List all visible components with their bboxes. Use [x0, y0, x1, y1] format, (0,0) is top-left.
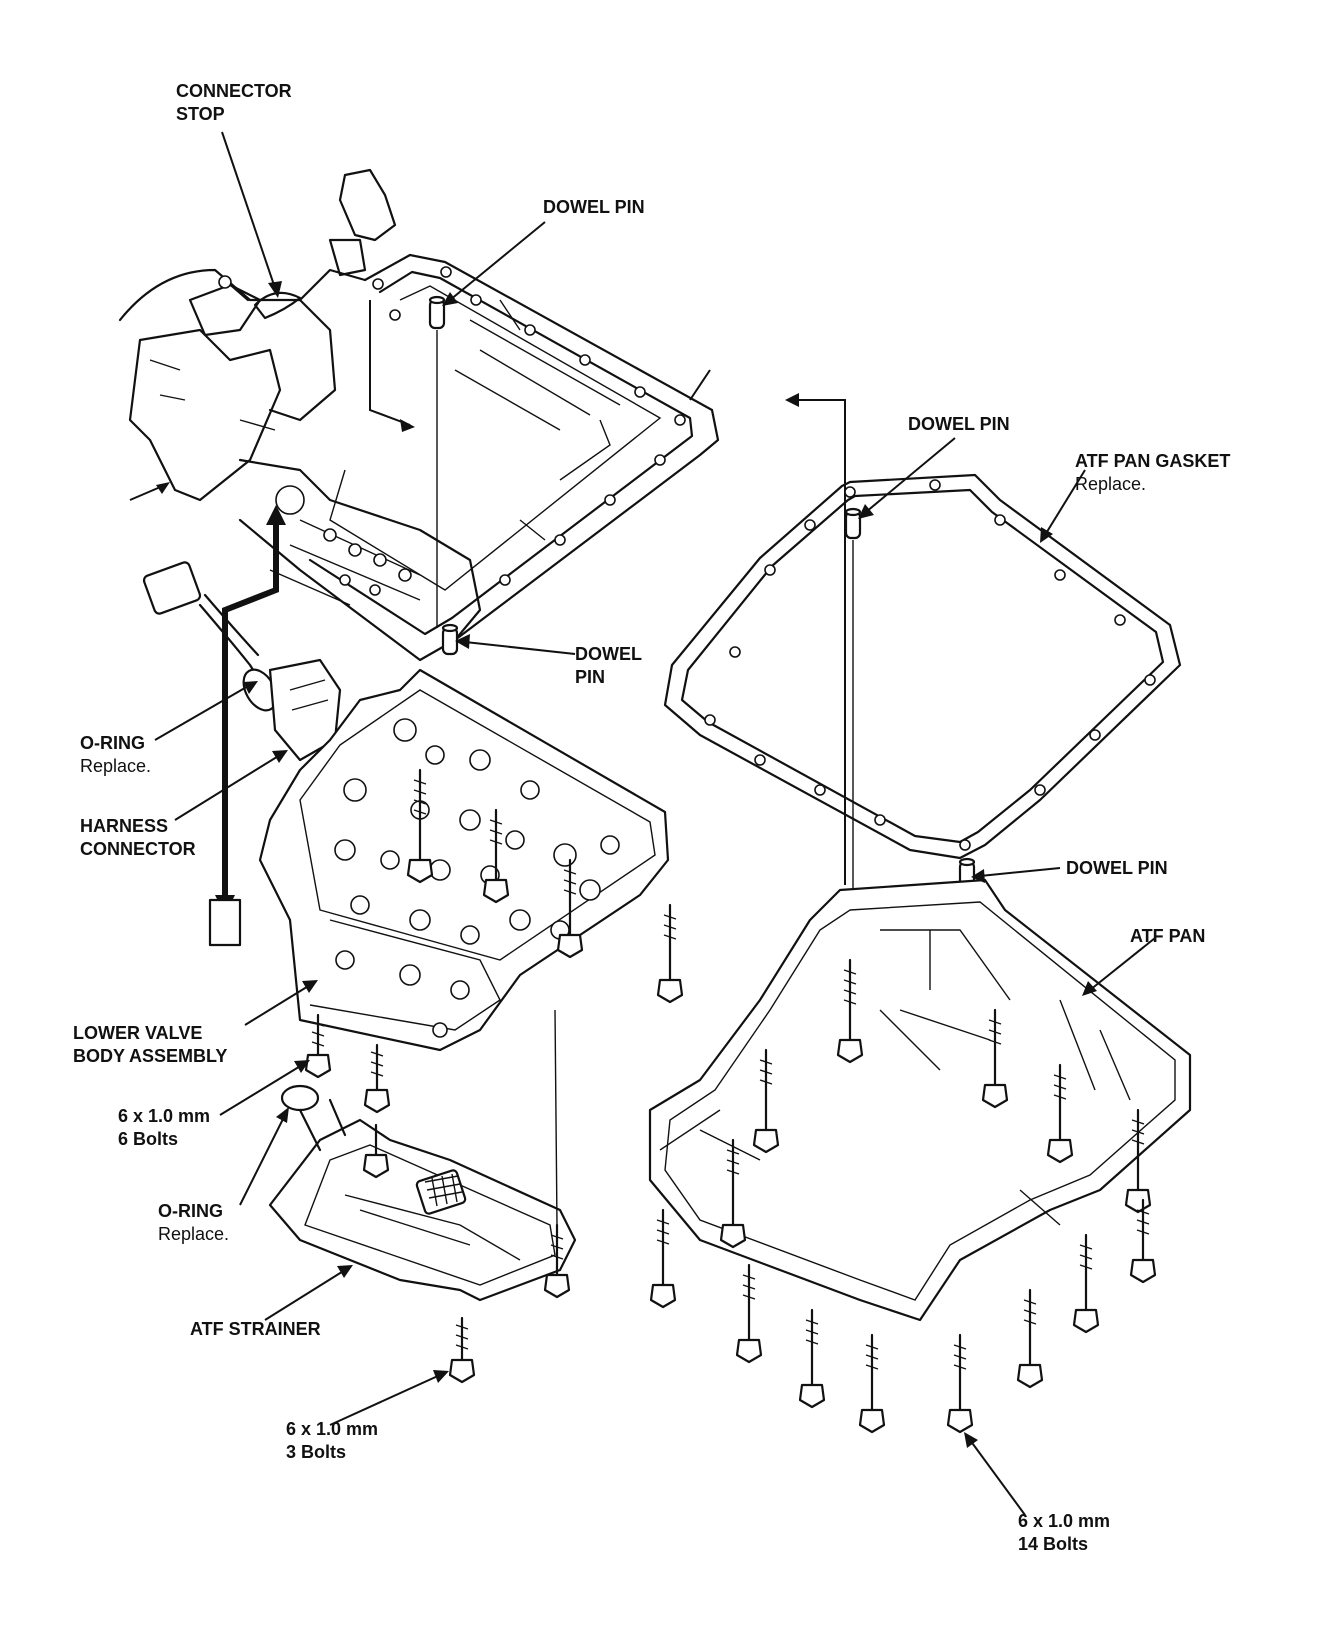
gasket-holes	[704, 479, 1156, 851]
atf-pan-bolts	[649, 958, 1157, 1434]
label-atf-strainer: ATF STRAINER	[190, 1318, 321, 1341]
bolt	[1046, 1063, 1074, 1164]
label-note: Replace.	[1075, 474, 1147, 494]
label-line: ATF PAN GASKET	[1075, 451, 1231, 471]
label-line: O-RING	[80, 733, 145, 753]
bolt	[482, 808, 510, 904]
label-dowel-pin-pan: DOWEL PIN	[1066, 857, 1168, 880]
bolt	[858, 1333, 886, 1434]
dowel-pin-middle	[441, 623, 459, 656]
label-line: HARNESS	[80, 816, 169, 836]
label-bolts-14: 6 x 1.0 mm 14 Bolts	[1018, 1510, 1110, 1556]
label-line: CONNECTOR	[80, 839, 196, 859]
label-line: DOWEL PIN	[543, 197, 645, 217]
bolt	[1129, 1198, 1157, 1284]
atf-strainer	[268, 1084, 577, 1302]
dowel-pins	[428, 295, 976, 930]
bolt	[556, 858, 584, 959]
label-line: 6 x 1.0 mm	[286, 1419, 379, 1439]
label-line: CONNECTOR	[176, 81, 292, 101]
bolt	[362, 1123, 390, 1179]
bolt	[1016, 1288, 1044, 1389]
atf-pan-gasket	[663, 473, 1182, 860]
bolt	[752, 1048, 780, 1154]
label-line: 14 Bolts	[1018, 1534, 1089, 1554]
atf-pan	[648, 878, 1192, 1322]
bolt	[735, 1263, 763, 1364]
label-bolts-3: 6 x 1.0 mm 3 Bolts	[286, 1418, 378, 1464]
label-bolts-6: 6 x 1.0 mm 6 Bolts	[118, 1105, 210, 1151]
label-line: PIN	[575, 667, 606, 687]
label-dowel-pin-right: DOWEL PIN	[908, 413, 1010, 436]
label-line: BODY ASSEMBLY	[73, 1046, 228, 1066]
bolt	[1072, 1233, 1100, 1334]
dowel-pin-top	[428, 295, 446, 330]
connector-stop-clip	[218, 275, 302, 320]
label-line: O-RING	[158, 1201, 223, 1221]
harness-route-arrow	[208, 505, 286, 947]
label-harness-connector: HARNESS CONNECTOR	[80, 815, 196, 861]
label-line: DOWEL PIN	[1066, 858, 1168, 878]
label-line: 6 x 1.0 mm	[118, 1106, 211, 1126]
label-o-ring-lower: O-RING Replace.	[158, 1200, 229, 1246]
label-line: 3 Bolts	[286, 1442, 347, 1462]
label-line: ATF PAN	[1130, 926, 1206, 946]
label-note: Replace.	[158, 1224, 230, 1244]
bolt	[946, 1333, 974, 1434]
bolt	[448, 1316, 476, 1384]
bolt	[836, 958, 864, 1064]
label-line: LOWER VALVE	[73, 1023, 203, 1043]
bolt	[981, 1008, 1009, 1109]
leader-lines	[154, 131, 1156, 1516]
label-line: DOWEL	[575, 644, 642, 664]
harness-connector	[142, 561, 342, 762]
housing-port-holes	[275, 485, 412, 596]
atf-strainer-bolts	[362, 1009, 571, 1384]
label-note: Replace.	[80, 756, 152, 776]
transmission-housing	[118, 168, 846, 885]
lower-valve-body	[258, 668, 670, 1052]
label-line: STOP	[176, 104, 225, 124]
bolt	[798, 1308, 826, 1409]
bolt	[656, 903, 684, 1004]
bolt	[719, 1138, 747, 1249]
label-atf-pan-gasket: ATF PAN GASKET Replace.	[1075, 450, 1230, 496]
valve-body-bolts	[304, 768, 684, 1114]
label-dowel-pin-top: DOWEL PIN	[543, 196, 645, 219]
label-line: DOWEL PIN	[908, 414, 1010, 434]
bolt	[649, 1208, 677, 1309]
housing-flange-holes	[372, 266, 686, 586]
label-connector-stop: CONNECTOR STOP	[176, 80, 292, 126]
label-dowel-pin-middle: DOWEL PIN	[575, 643, 642, 689]
bolt	[304, 1013, 332, 1079]
bolt	[363, 1043, 391, 1114]
label-atf-pan: ATF PAN	[1130, 925, 1205, 948]
bolt	[406, 768, 434, 884]
label-line: 6 Bolts	[118, 1129, 179, 1149]
label-line: ATF STRAINER	[190, 1319, 321, 1339]
label-line: 6 x 1.0 mm	[1018, 1511, 1111, 1531]
dowel-pin-gasket	[844, 507, 862, 540]
bolt	[543, 1223, 571, 1299]
label-o-ring-upper: O-RING Replace.	[80, 732, 151, 778]
label-lower-valve-body: LOWER VALVE BODY ASSEMBLY	[73, 1022, 227, 1068]
